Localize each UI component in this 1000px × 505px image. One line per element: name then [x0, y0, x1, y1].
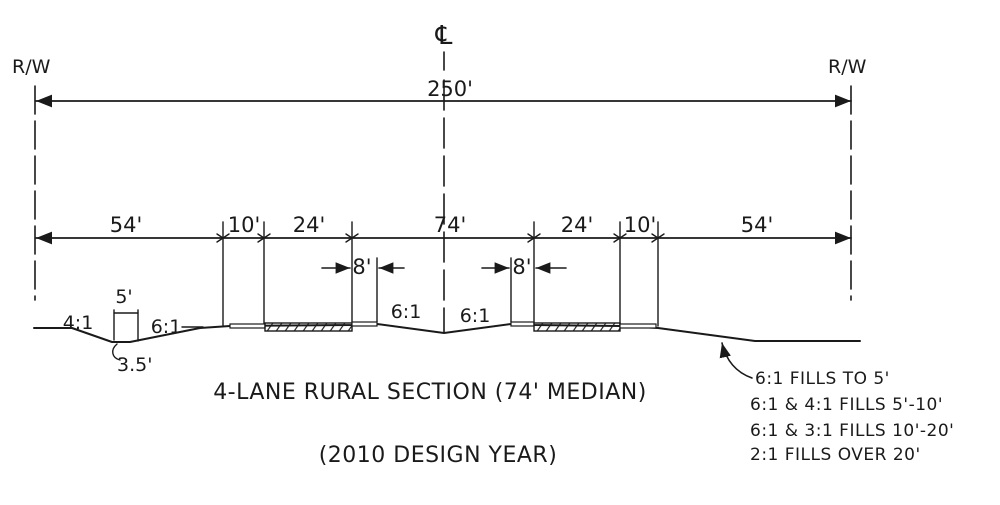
- median-slope-right: 6:1: [460, 305, 491, 327]
- ditch-depth-label: 3.5': [117, 354, 152, 376]
- ditch-foreslope-label: 4:1: [63, 312, 94, 334]
- total-width-label: 250': [427, 77, 473, 101]
- row-label-right: R/W: [828, 56, 867, 78]
- inner-shoulder-right-label: 8': [512, 255, 531, 279]
- segment-dimension-ticks: [216, 233, 665, 243]
- row-label-left: R/W: [12, 56, 51, 78]
- section-title: 4-LANE RURAL SECTION (74' MEDIAN): [213, 380, 647, 405]
- section-subtitle: (2010 DESIGN YEAR): [319, 443, 558, 468]
- ditch-depth-leader: [112, 343, 121, 361]
- fill-notes-leader: [719, 342, 753, 379]
- centerline-symbol: ℄: [435, 21, 453, 51]
- segment-left-outer: 54': [110, 213, 143, 237]
- pavement-right-shoulder: [619, 323, 657, 329]
- pavement-right-lanes: [533, 322, 621, 332]
- segment-right-shoulder: 10': [624, 213, 657, 237]
- segment-right-outer: 54': [741, 213, 774, 237]
- ditch-width-label: 5': [115, 286, 132, 308]
- pavement-right-inner-shoulder: [510, 321, 535, 327]
- pavement-left-inner-shoulder: [351, 321, 378, 327]
- pavement-left-lanes: [264, 322, 353, 332]
- fill-note: 2:1 FILLS OVER 20': [750, 445, 921, 465]
- pavement-left-shoulder: [229, 323, 266, 329]
- inner-shoulder-left-label: 8': [352, 255, 371, 279]
- ditch-backslope-label: 6:1: [151, 316, 182, 338]
- median-slope-left: 6:1: [391, 301, 422, 323]
- fill-note: 6:1 & 4:1 FILLS 5'-10': [750, 395, 943, 415]
- fill-note: 6:1 & 3:1 FILLS 10'-20': [750, 421, 954, 441]
- segment-left-lanes: 24': [293, 213, 326, 237]
- segment-right-lanes: 24': [561, 213, 594, 237]
- segment-median: 74': [434, 213, 467, 237]
- fill-note: 6:1 FILLS TO 5': [755, 369, 890, 389]
- segment-left-shoulder: 10': [228, 213, 261, 237]
